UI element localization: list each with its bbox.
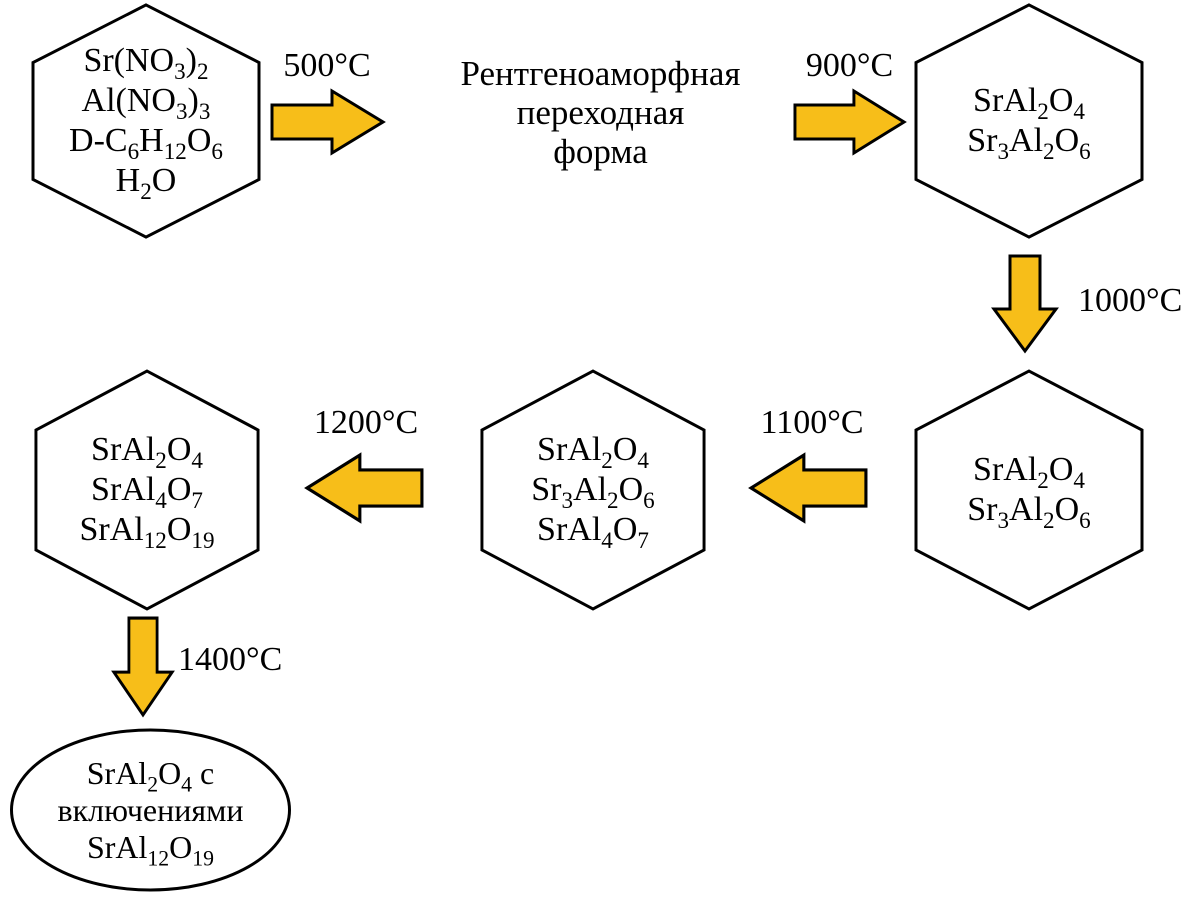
block-arrow-down-icon: [111, 616, 175, 718]
arrow-1100-left: [748, 452, 868, 524]
node-amorphous-text: Рентгеноаморфная переходная форма: [413, 54, 788, 174]
node-stage900-text: SrAl2O4 Sr3Al2O6: [913, 2, 1145, 240]
formula-line: Sr3Al2O6: [967, 122, 1091, 165]
hexagon-shape: [480, 369, 706, 611]
formula-line: SrAl2O4: [91, 431, 203, 474]
formula-line: SrAl12O19: [86, 828, 215, 870]
formula-line: H2O: [115, 162, 177, 205]
node-final: SrAl2O4 с включениями SrAl12O19: [8, 727, 293, 893]
node-stage1200: SrAl2O4 SrAl4O7 SrAl12O19: [33, 368, 261, 612]
hexagon-shape: [34, 369, 260, 611]
formula-line: SrAl2O4: [973, 451, 1085, 494]
temperature-label-1000: 1000°C: [1078, 282, 1183, 319]
text-line: форма: [553, 132, 648, 171]
block-arrow-left-icon: [304, 452, 424, 524]
arrow-900-right: [793, 88, 907, 156]
block-arrow-right-icon: [793, 88, 907, 156]
temperature-label-1100: 1100°C: [760, 404, 864, 441]
formula-line: SrAl2O4: [537, 431, 649, 474]
hexagon-shape: [914, 3, 1144, 239]
formula-line: Sr3Al2O6: [967, 491, 1091, 534]
hexagon-shape: [31, 3, 261, 239]
arrow-1400-down: [111, 616, 175, 718]
formula-line: SrAl12O19: [79, 511, 215, 554]
block-arrow-down-icon: [991, 254, 1059, 354]
block-arrow-right-icon: [270, 88, 386, 156]
node-precursors-text: Sr(NO3)2 Al(NO3)3 D-C6H12O6 H2O: [30, 2, 262, 240]
temperature-label-900: 900°C: [805, 47, 894, 84]
formula-line: Sr(NO3)2: [83, 42, 209, 85]
formula-line: SrAl2O4 с: [86, 754, 215, 796]
text-line: Рентгеноаморфная: [460, 54, 741, 93]
node-stage1200-text: SrAl2O4 SrAl4O7 SrAl12O19: [33, 368, 261, 612]
arrow-1200-left: [304, 452, 424, 524]
temperature-label-1200: 1200°C: [313, 404, 419, 441]
formula-line: D-C6H12O6: [69, 122, 223, 165]
temperature-label-500: 500°C: [283, 47, 371, 84]
formula-line: Sr3Al2O6: [531, 471, 655, 514]
formula-line: Al(NO3)3: [81, 82, 211, 125]
node-stage1100-text: SrAl2O4 Sr3Al2O6 SrAl4O7: [479, 368, 707, 612]
block-arrow-left-icon: [748, 452, 868, 524]
formula-line: включениями: [57, 791, 244, 828]
temperature-label-1400: 1400°C: [178, 641, 283, 678]
node-stage1000: SrAl2O4 Sr3Al2O6: [913, 368, 1145, 612]
arrow-1000-down: [991, 254, 1059, 354]
node-stage1000-text: SrAl2O4 Sr3Al2O6: [913, 368, 1145, 612]
arrow-500-right: [270, 88, 386, 156]
formula-line: SrAl4O7: [537, 511, 649, 554]
formula-line: SrAl4O7: [91, 471, 203, 514]
hexagon-shape: [914, 369, 1144, 611]
text-line: переходная: [516, 93, 685, 132]
node-stage900: SrAl2O4 Sr3Al2O6: [913, 2, 1145, 240]
node-precursors: Sr(NO3)2 Al(NO3)3 D-C6H12O6 H2O: [30, 2, 262, 240]
ellipse-shape: [10, 728, 291, 892]
formula-line: SrAl2O4: [973, 82, 1085, 125]
node-stage1100: SrAl2O4 Sr3Al2O6 SrAl4O7: [479, 368, 707, 612]
node-final-text: SrAl2O4 с включениями SrAl12O19: [8, 727, 293, 893]
